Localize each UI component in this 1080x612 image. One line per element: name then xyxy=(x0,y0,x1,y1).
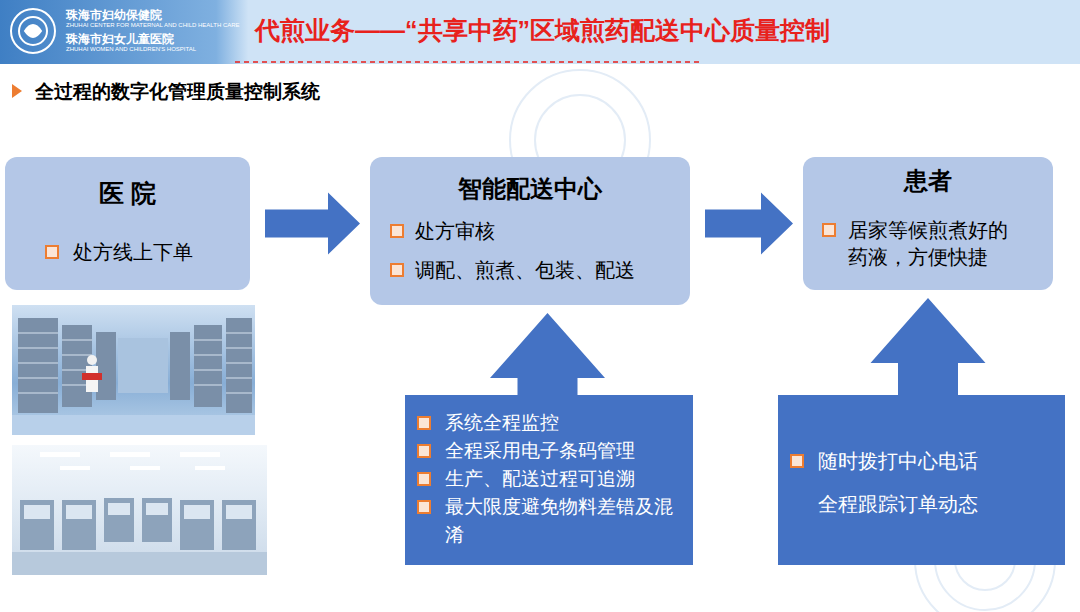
warehouse-photo xyxy=(12,305,255,435)
block-arrow xyxy=(490,313,605,396)
entity-box: 患者居家等候煎煮好的药液，方便快捷 xyxy=(803,157,1053,290)
bullet-item: 生产、配送过程可追溯 xyxy=(417,465,681,493)
bullet-item: 居家等候煎煮好的药液，方便快捷 xyxy=(822,217,1023,271)
box-heading: 患者 xyxy=(803,165,1053,197)
logo-english: ZHUHAI CENTER FOR MATERNAL AND CHILD HEA… xyxy=(66,22,240,28)
logo-name: 珠海市妇女儿童医院 xyxy=(66,31,174,48)
header-band xyxy=(0,0,1080,64)
logo-emblem xyxy=(11,9,55,53)
process-box: 智能配送中心处方审核调配、煎煮、包装、配送 xyxy=(370,157,690,305)
bullet-square xyxy=(390,263,404,277)
bullet-text: 处方审核 xyxy=(390,217,680,245)
bullet-square xyxy=(790,454,804,468)
bullet-item: 调配、煎煮、包装、配送 xyxy=(390,256,680,284)
cleanroom-photo xyxy=(12,445,267,575)
bullet-square xyxy=(417,416,431,430)
bullet-square xyxy=(417,444,431,458)
bullet-item: 随时拨打中心电话 xyxy=(790,447,1053,475)
block-arrow xyxy=(871,298,986,396)
bullet-text: 全程跟踪订单动态 xyxy=(790,490,1053,518)
logo-english: ZHUHAI WOMEN AND CHILDREN'S HOSPITAL xyxy=(66,46,196,52)
bullet-arrow xyxy=(12,84,22,98)
bullet-text: 处方线上下单 xyxy=(45,238,240,266)
bullet-item: 全程采用电子条码管理 xyxy=(417,437,681,465)
bullet-square xyxy=(822,223,836,237)
box-heading: 医 院 xyxy=(5,177,250,210)
bullet-text: 调配、煎煮、包装、配送 xyxy=(390,256,680,284)
bullet-item: 系统全程监控 xyxy=(417,409,681,437)
bullet-text: 生产、配送过程可追溯 xyxy=(417,465,681,493)
bullet-text: 最大限度避免物料差错及混淆 xyxy=(417,493,681,549)
bullet-text: 全程采用电子条码管理 xyxy=(417,437,681,465)
feature-box: 随时拨打中心电话全程跟踪订单动态 xyxy=(778,395,1065,565)
bullet-item: 最大限度避免物料差错及混淆 xyxy=(417,493,681,549)
bullet-text: 随时拨打中心电话 xyxy=(790,447,1053,475)
entity-box: 医 院处方线上下单 xyxy=(5,157,250,290)
bullet-text: 系统全程监控 xyxy=(417,409,681,437)
feature-box: 系统全程监控全程采用电子条码管理生产、配送过程可追溯最大限度避免物料差错及混淆 xyxy=(405,395,693,565)
bullet-item: 处方审核 xyxy=(390,217,680,245)
header-rule xyxy=(235,61,700,63)
section-subtitle: 全过程的数字化管理质量控制系统 xyxy=(35,79,320,105)
bullet-item: 处方线上下单 xyxy=(45,238,240,266)
bullet-square xyxy=(417,500,431,514)
slide-title: 代煎业务——“共享中药”区域煎药配送中心质量控制 xyxy=(255,14,830,47)
bullet-square xyxy=(417,472,431,486)
block-arrow xyxy=(265,193,360,255)
bullet-item: 全程跟踪订单动态 xyxy=(790,490,1053,518)
logo-name: 珠海市妇幼保健院 xyxy=(66,7,162,24)
bullet-square xyxy=(45,245,59,259)
block-arrow xyxy=(705,193,793,255)
bullet-square xyxy=(390,224,404,238)
bullet-text: 居家等候煎煮好的药液，方便快捷 xyxy=(822,217,1023,271)
box-heading: 智能配送中心 xyxy=(370,173,690,205)
